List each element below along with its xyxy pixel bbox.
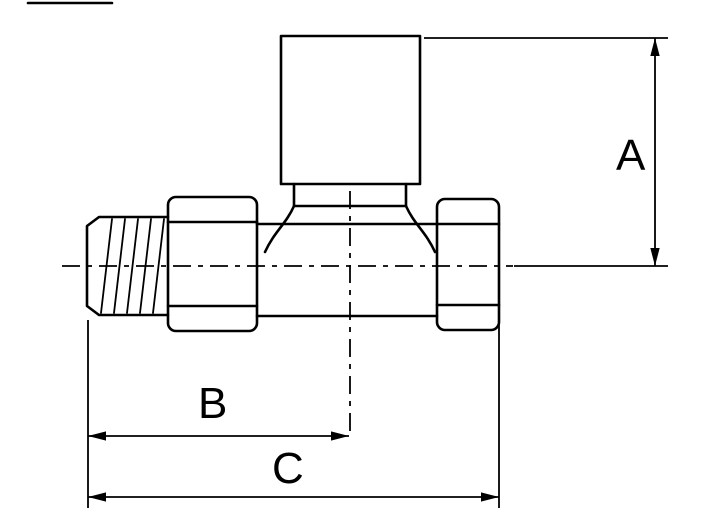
dim-b-label: B [198,379,227,428]
dim-c-label: C [272,444,304,493]
dimension-b: B [88,379,349,441]
valve-cap [279,34,422,186]
body-fillet-left [263,204,296,254]
hex-nut-left-flat-lines [166,220,259,308]
dimension-a: A [424,37,668,267]
hex-nut-left [166,195,259,333]
valve-outline [85,34,501,333]
dim-a-label: A [616,131,646,180]
body-fillet-right [404,204,437,254]
dimension-c: C [87,270,500,508]
hex-nut-right-flat-lines [435,222,501,307]
hex-nut-right [435,197,501,332]
